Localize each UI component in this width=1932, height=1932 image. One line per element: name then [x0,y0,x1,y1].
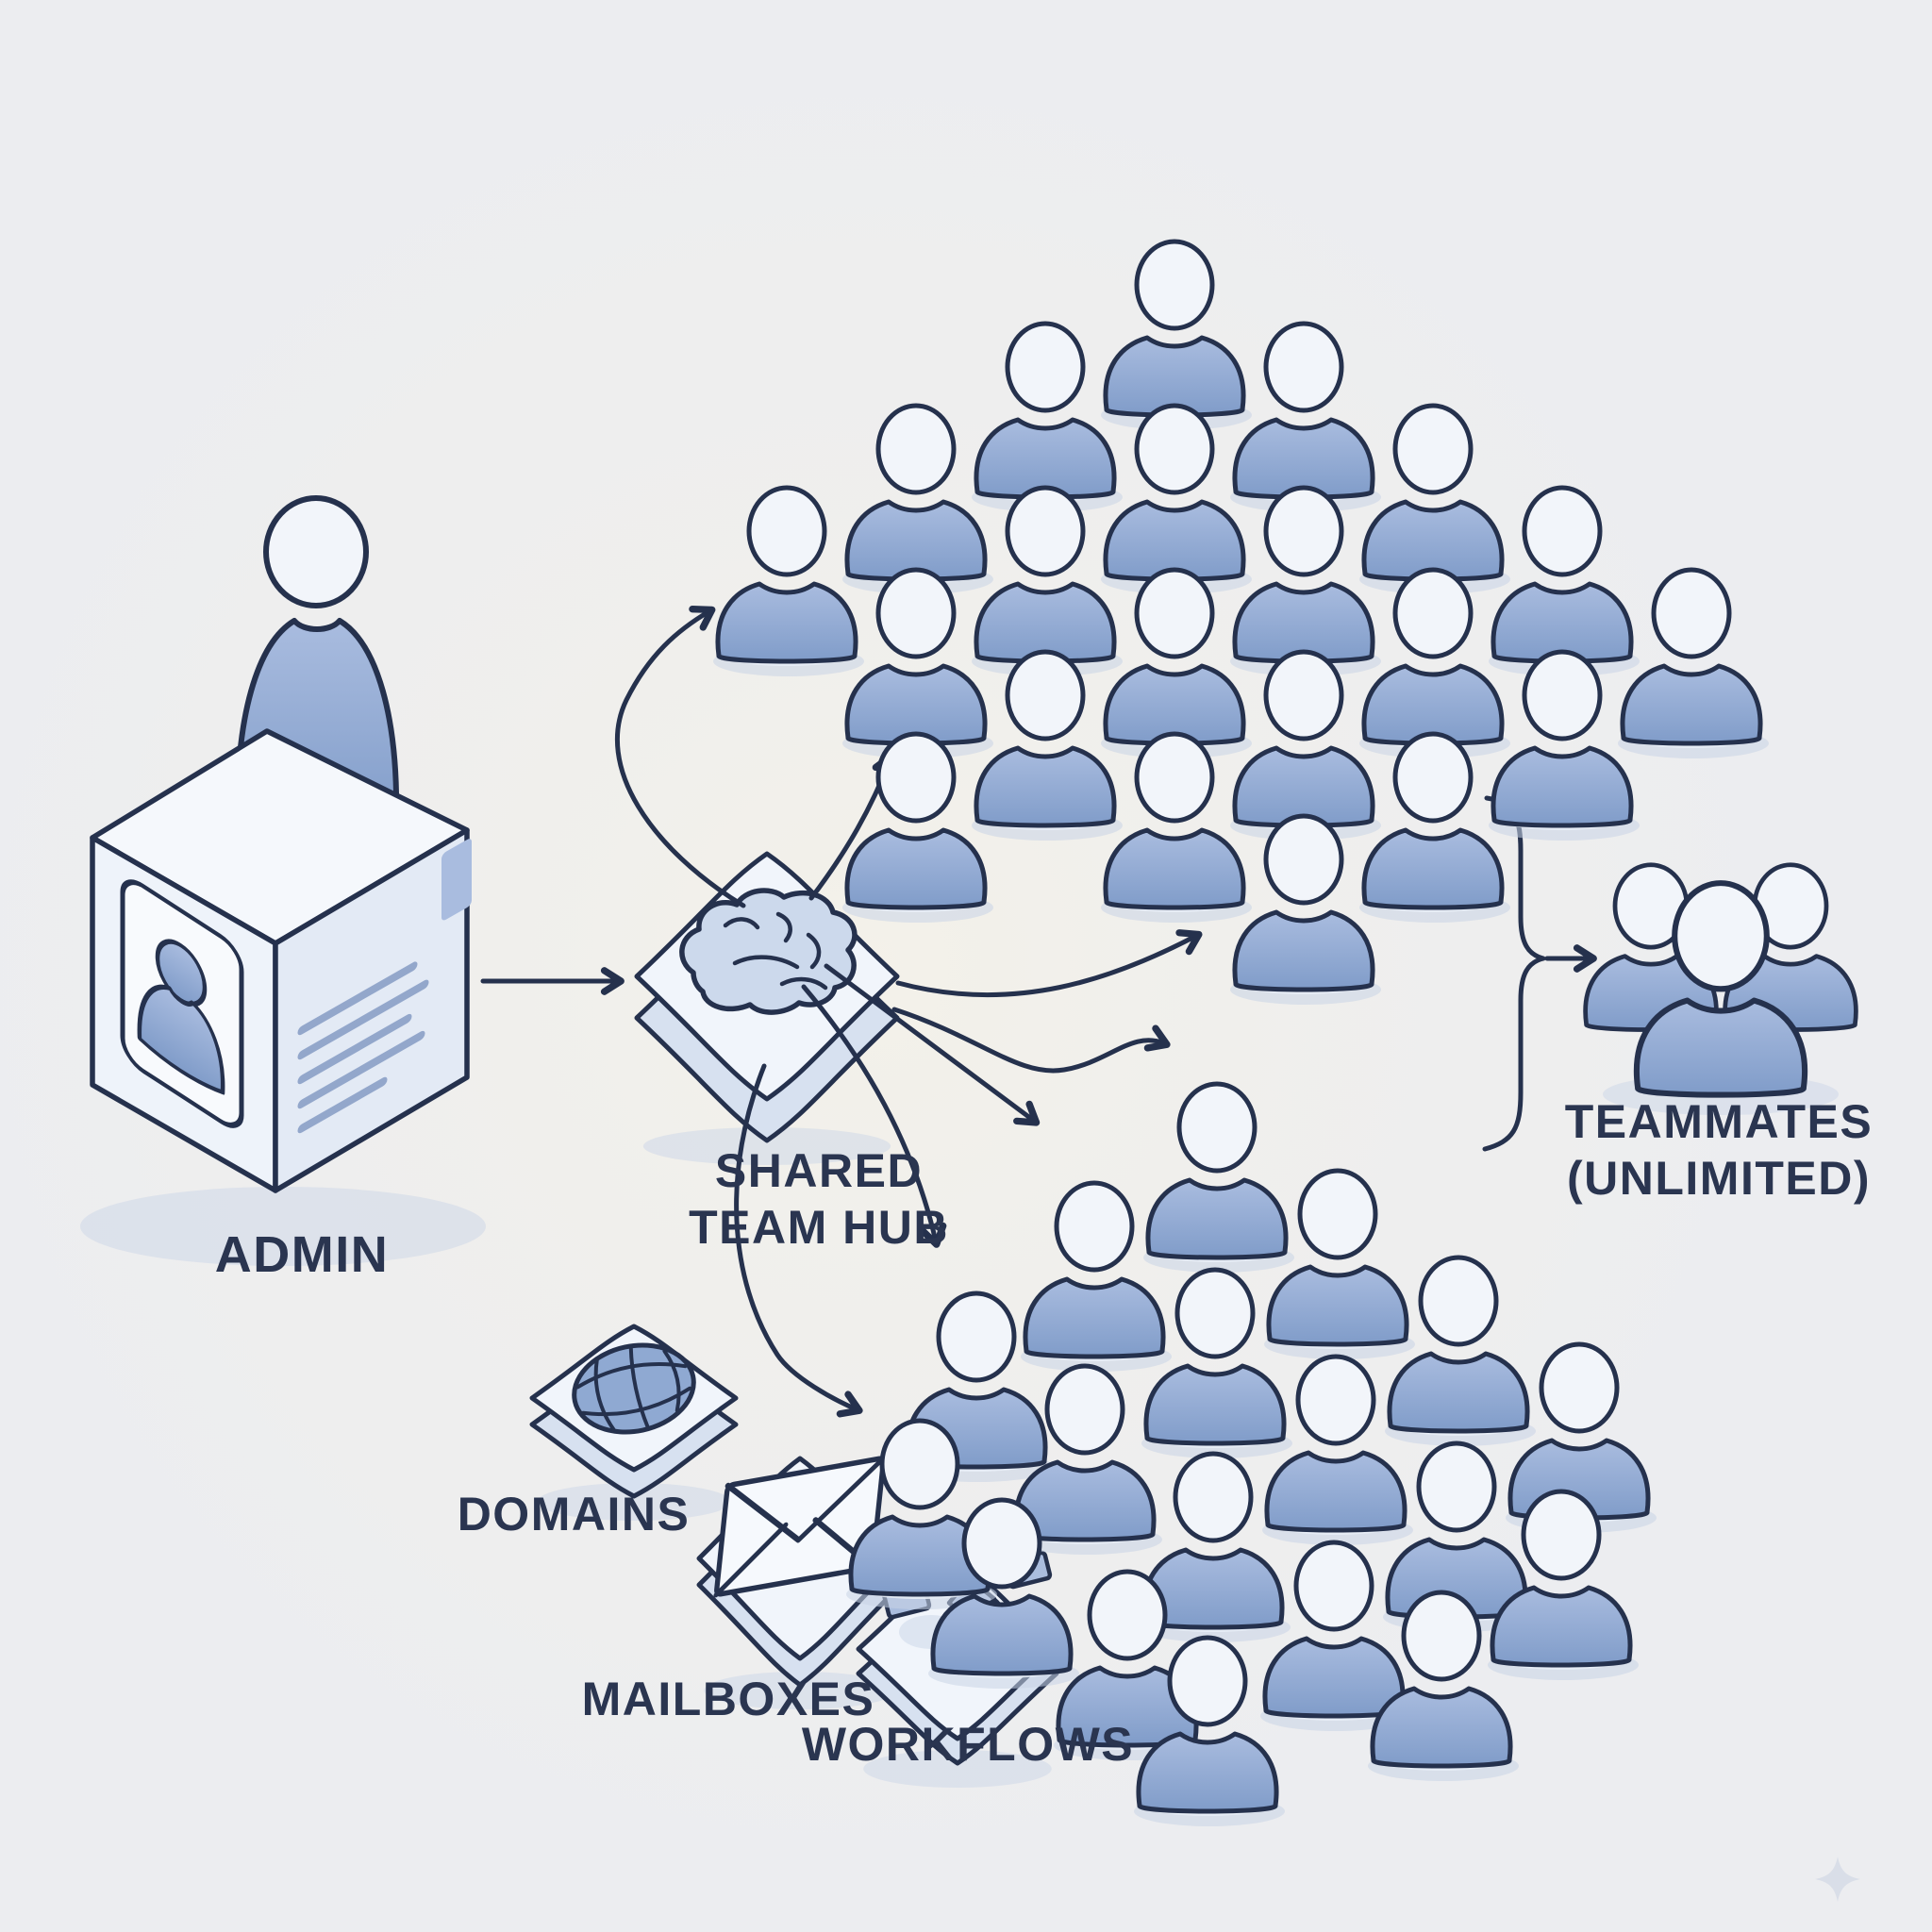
admin-label: ADMIN [215,1226,389,1283]
mailboxes-label: MAILBOXES [582,1673,875,1725]
team-group-icon [1586,865,1857,1115]
arrow-hub-to-bottom-1 [891,1007,1171,1074]
domains-label: DOMAINS [458,1488,691,1541]
id-card-icon [120,879,244,1128]
workflows-label: WORKFLOWS [802,1718,1134,1771]
admin-cube-icon [80,495,486,1266]
arrow-hub-to-bottom-4 [734,1063,863,1418]
icon-brain [682,891,855,1012]
cube-right-face [273,827,470,1193]
cube-text-lines [297,839,472,1134]
arrow-hub-to-bottom-3 [801,984,947,1248]
arrow-hub-to-top-1 [615,605,746,908]
teammates-label-line1: TEAMMATES [1565,1095,1873,1148]
hub-label-line2: TEAM HUB [689,1201,949,1254]
arrow-hub-to-top-3 [895,929,1203,998]
admin-cube-shadow [80,1187,486,1266]
teammates-label-line2: (UNLIMITED) [1567,1152,1871,1205]
arrow-hub-to-bottom-2 [824,963,1041,1126]
mailboxes-tile [696,1457,904,1709]
sparkle-icon [1815,1857,1860,1902]
domains-tile [529,1324,739,1521]
hub-label-line1: SHARED [715,1144,923,1197]
